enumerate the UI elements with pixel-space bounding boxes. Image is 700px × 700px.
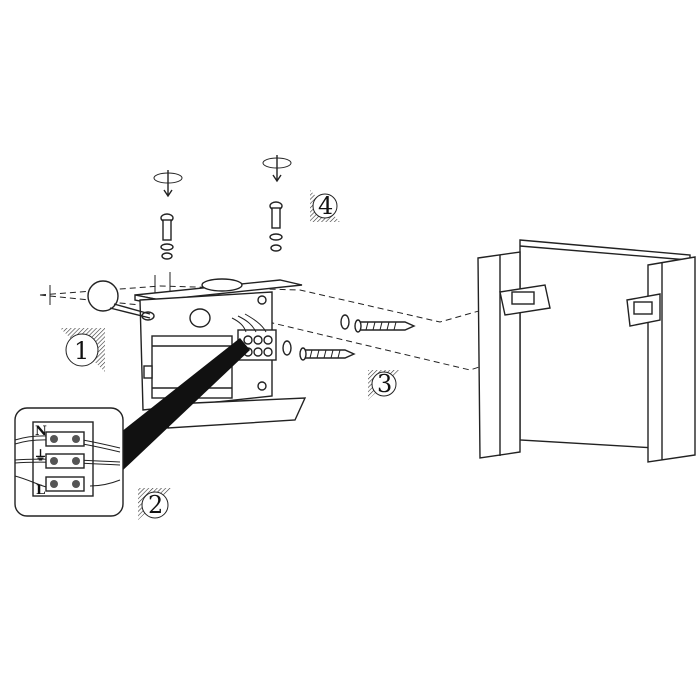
screw-icon: [160, 213, 174, 260]
wall-clip-right: [626, 293, 661, 327]
wiring-detail-inset: N ⏚ L: [14, 407, 124, 517]
step-badge-2: 2: [138, 488, 172, 520]
mounting-point-icon: [87, 280, 151, 319]
rotation-arrow-icon: [262, 155, 292, 183]
wall-frame: [477, 239, 696, 463]
svg-text:1: 1: [74, 337, 89, 365]
terminal-row-live: [45, 476, 85, 492]
svg-text:4: 4: [318, 192, 333, 220]
live-label: L: [36, 483, 45, 498]
screw-icon: [282, 340, 356, 361]
earth-label: ⏚: [34, 449, 47, 464]
step-badge-1: 1: [60, 328, 105, 372]
terminal-row-neutral: [45, 431, 85, 447]
screw-icon: [269, 201, 283, 252]
svg-text:3: 3: [377, 370, 392, 398]
step-badge-3: 3: [368, 370, 400, 400]
step-badge-4: 4: [310, 190, 340, 222]
screw-icon: [340, 314, 416, 333]
neutral-label: N: [35, 424, 47, 439]
svg-text:2: 2: [148, 491, 163, 519]
terminal-row-earth: [45, 453, 85, 469]
wall-clip-left: [499, 284, 551, 316]
detail-callout-wedge: [121, 338, 250, 472]
rotation-arrow-icon: [153, 170, 183, 198]
